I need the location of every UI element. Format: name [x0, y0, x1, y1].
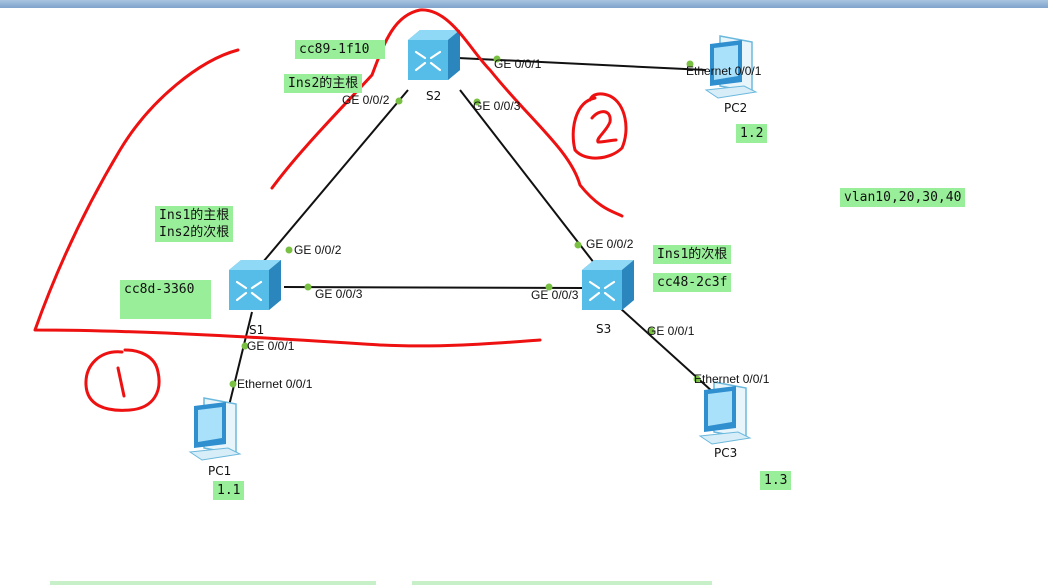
port-label-pc1-eth: Ethernet 0/0/1: [237, 377, 313, 391]
device-label-pc3: PC3: [714, 446, 738, 460]
port-label-s1-ge001: GE 0/0/1: [247, 339, 295, 353]
port-dots: [229, 55, 701, 388]
note-vlans[interactable]: vlan10,20,30,40: [840, 188, 966, 207]
red-annotations: [33, 8, 628, 412]
device-label-pc1: PC1: [208, 464, 232, 478]
note-s1-mac[interactable]: cc8d-3360: [120, 280, 211, 319]
port-label-s2-ge002: GE 0/0/2: [342, 93, 390, 107]
region-2-boundary: [270, 8, 624, 218]
port-dot: [285, 246, 293, 254]
region-1-boundary: [33, 48, 542, 348]
port-dot: [229, 380, 237, 388]
device-label-pc2: PC2: [724, 101, 748, 115]
pc1-icon[interactable]: [188, 397, 242, 461]
link-s3-pc3[interactable]: [619, 307, 725, 403]
link-s2-s3[interactable]: [459, 89, 599, 269]
port-label-s3-ge001: GE 0/0/1: [647, 324, 695, 338]
port-dot: [545, 283, 553, 291]
port-label-s3-ge002: GE 0/0/2: [586, 237, 634, 251]
device-label-s3: S3: [596, 322, 612, 336]
link-s2-s1[interactable]: [257, 89, 409, 269]
note-s1-role[interactable]: Ins1的主根 Ins2的次根: [155, 206, 234, 242]
port-dot: [647, 327, 655, 335]
note-s2-role[interactable]: Ins2的主根: [284, 74, 363, 93]
pc2-icon[interactable]: [704, 35, 758, 99]
note-s2-mac[interactable]: cc89-1f10: [295, 40, 385, 59]
port-label-s2-ge001: GE 0/0/1: [494, 57, 542, 71]
note-partial-right[interactable]: [412, 581, 712, 585]
port-label-pc3-eth: Ethernet 0/0/1: [694, 372, 770, 386]
pc3-icon[interactable]: [698, 381, 752, 445]
port-label-s1-ge002: GE 0/0/2: [294, 243, 342, 257]
hand-number-1: [84, 348, 161, 412]
note-s3-role[interactable]: Ins1的次根: [653, 245, 732, 264]
port-dot: [686, 60, 694, 68]
port-label-pc2-eth: Ethernet 0/0/1: [686, 64, 762, 78]
port-dot: [493, 55, 501, 63]
port-dot: [693, 375, 701, 383]
link-s1-s3[interactable]: [283, 286, 583, 289]
links: [225, 57, 725, 419]
switch-s2-icon[interactable]: [408, 30, 460, 80]
hand-number-2: [571, 92, 628, 160]
port-dot: [304, 283, 312, 291]
port-dot: [241, 342, 249, 350]
port-dot: [395, 97, 403, 105]
port-label-s2-ge003: GE 0/0/3: [473, 99, 521, 113]
port-label-s3-ge003: GE 0/0/3: [531, 288, 579, 302]
device-label-s2: S2: [426, 89, 442, 103]
switch-s3-icon[interactable]: [582, 260, 634, 310]
note-pc3-ip[interactable]: 1.3: [760, 471, 792, 490]
port-dot: [574, 241, 582, 249]
note-pc1-ip[interactable]: 1.1: [213, 481, 245, 500]
device-label-s1: S1: [249, 323, 265, 337]
window-top-edge: [0, 0, 1048, 8]
note-s3-mac[interactable]: cc48-2c3f: [653, 273, 732, 292]
port-dot: [473, 98, 481, 106]
note-pc2-ip[interactable]: 1.2: [736, 124, 768, 143]
note-partial-left[interactable]: [50, 581, 376, 585]
switch-s1-icon[interactable]: [229, 260, 281, 310]
port-label-s1-ge003: GE 0/0/3: [315, 287, 363, 301]
link-s1-pc1[interactable]: [225, 311, 253, 419]
